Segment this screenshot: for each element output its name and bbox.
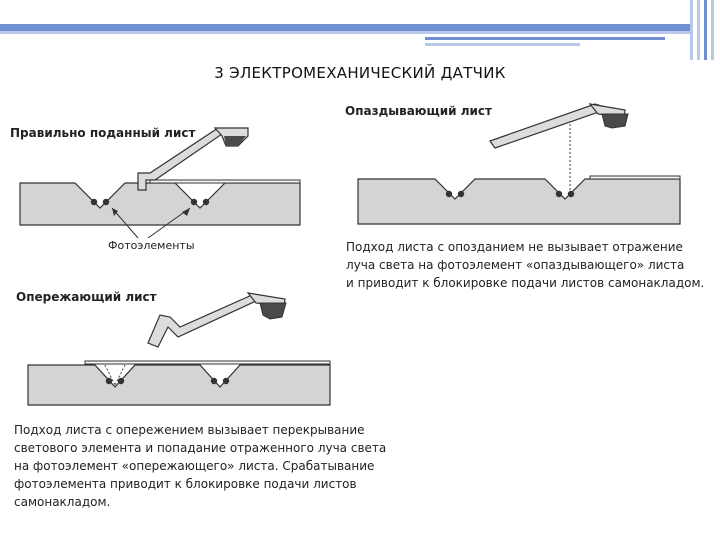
caption-line: фотоэлемента приводит к блокировке подач… bbox=[14, 477, 357, 491]
late-sheet-diagram bbox=[357, 103, 681, 225]
header-decoration bbox=[0, 0, 714, 60]
caption-line: самонакладом. bbox=[14, 495, 111, 509]
photocells-label: Фотоэлементы bbox=[108, 239, 195, 252]
photocell-right-b bbox=[222, 377, 230, 385]
correct-sheet-diagram bbox=[19, 127, 301, 239]
photocell-left-a bbox=[90, 198, 98, 206]
sensor-lever bbox=[489, 103, 610, 149]
paper-sheet bbox=[84, 360, 331, 365]
caption-line: светового элемента и попадание отраженно… bbox=[14, 441, 387, 455]
feed-table-plate bbox=[27, 364, 331, 406]
photocell-left-a bbox=[105, 377, 113, 385]
paper-sheet bbox=[589, 175, 681, 180]
caption-line: Подход листа с опережением вызывает пере… bbox=[14, 423, 365, 437]
feed-table-plate bbox=[19, 182, 301, 226]
feed-table-plate bbox=[357, 178, 681, 225]
photocell-right-a bbox=[555, 190, 563, 198]
sensor-lever bbox=[147, 294, 257, 348]
photocell-right-b bbox=[202, 198, 210, 206]
photocell-right-a bbox=[210, 377, 218, 385]
caption-line: и приводит к блокировке подачи листов са… bbox=[346, 276, 705, 290]
lever-sensor-head bbox=[259, 302, 287, 320]
photocell-left-a bbox=[445, 190, 453, 198]
slide-title: 3 ЭЛЕКТРОМЕХАНИЧЕСКИЙ ДАТЧИК bbox=[214, 64, 506, 82]
caption-line: Подход листа с опозданием не вызывает от… bbox=[346, 240, 683, 254]
photocell-left-b bbox=[457, 190, 465, 198]
caption-line: луча света на фотоэлемент «опаздывающего… bbox=[346, 258, 685, 272]
early-sheet-diagram bbox=[27, 292, 331, 406]
paper-sheet bbox=[149, 179, 301, 184]
caption-line: на фотоэлемент «опережающего» листа. Сра… bbox=[14, 459, 375, 473]
correct-sheet-label: Правильно поданный лист bbox=[10, 126, 196, 140]
photocell-left-b bbox=[117, 377, 125, 385]
early-sheet-caption: Подход листа с опережением вызывает пере… bbox=[14, 421, 386, 511]
photocell-left-b bbox=[102, 198, 110, 206]
lever-sensor-head bbox=[601, 113, 629, 129]
early-sheet-label: Опережающий лист bbox=[16, 290, 157, 304]
late-sheet-label: Опаздывающий лист bbox=[345, 104, 492, 118]
photocell-right-a bbox=[190, 198, 198, 206]
late-sheet-caption: Подход листа с опозданием не вызывает от… bbox=[346, 238, 704, 292]
photocell-right-b bbox=[567, 190, 575, 198]
pointer-arrow-right bbox=[147, 207, 191, 239]
